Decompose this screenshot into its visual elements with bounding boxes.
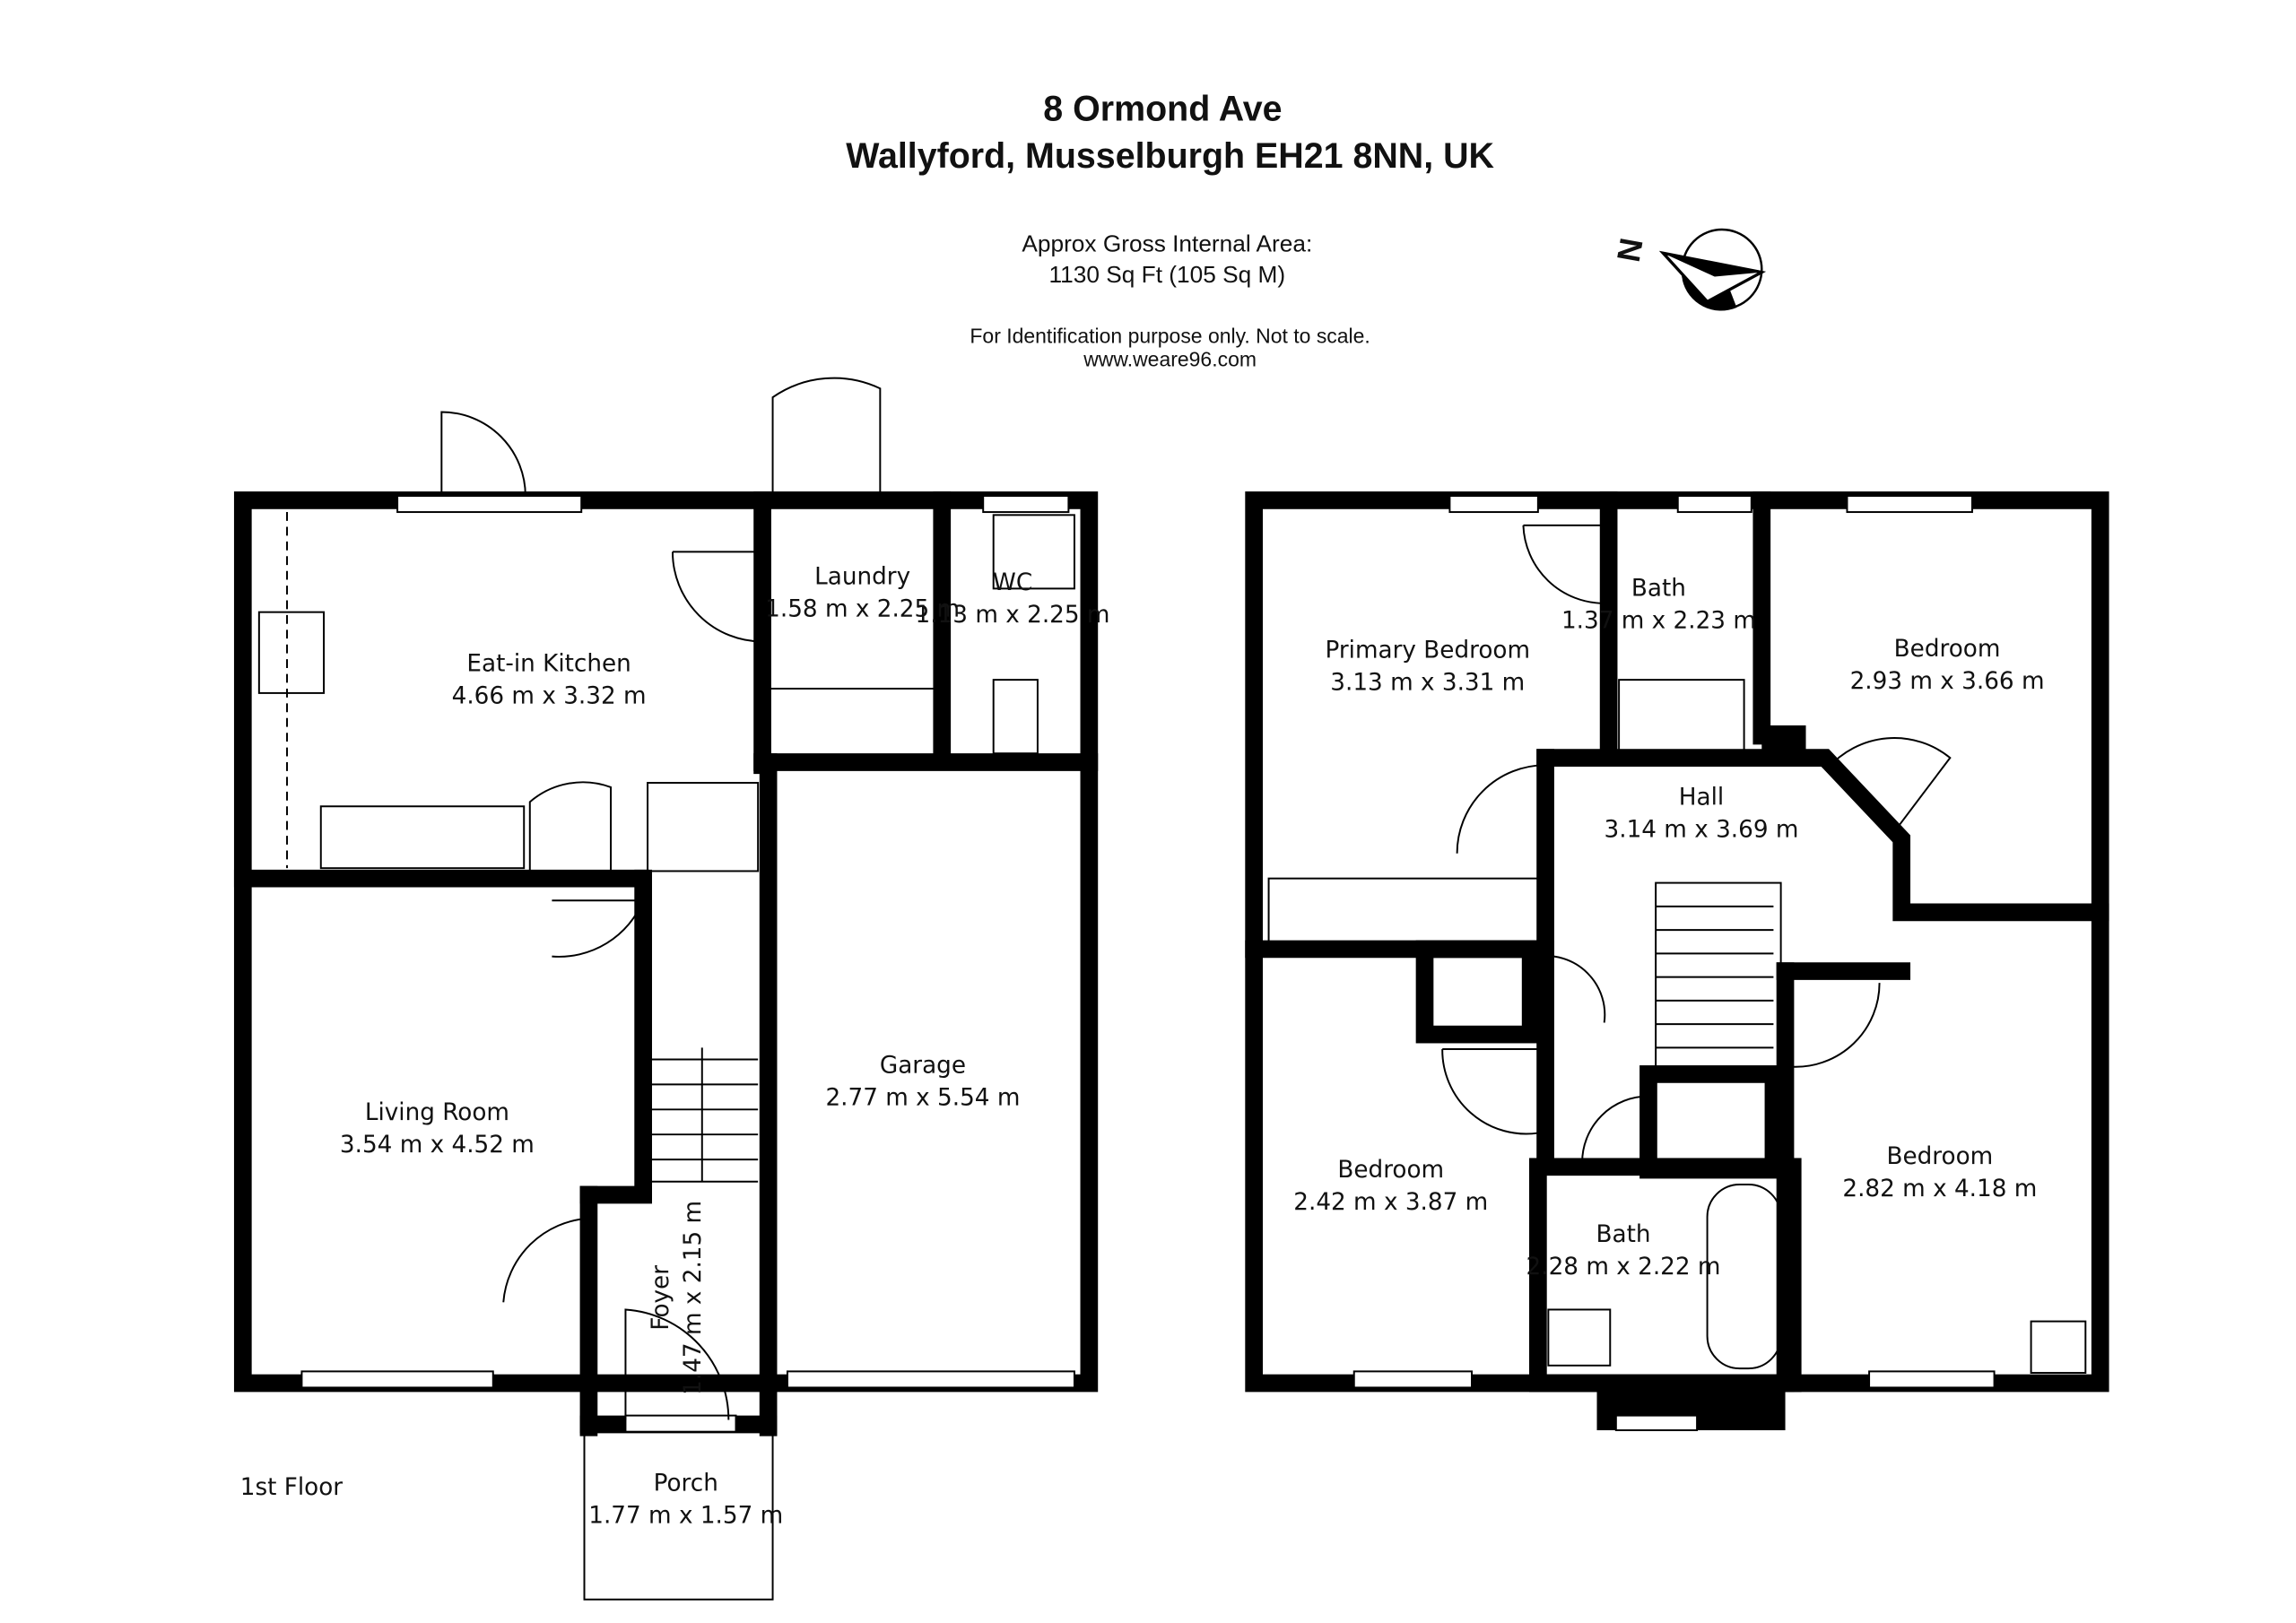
- room-name: WC: [993, 569, 1032, 596]
- room-size: 1.58 m x 2.25 m: [765, 596, 960, 623]
- room-primary-bedroom: Primary Bedroom 3.13 m x 3.31 m: [1326, 638, 1531, 697]
- room-size: 2.93 m x 3.66 m: [1850, 668, 2045, 695]
- website: www.weare96.com: [1083, 348, 1257, 371]
- room-name: Bath: [1631, 576, 1686, 603]
- room-size: 2.42 m x 3.87 m: [1293, 1189, 1488, 1216]
- room-name: Bedroom: [1894, 636, 2001, 663]
- room-bedroom-3: Bedroom 2.42 m x 3.87 m: [1293, 1157, 1488, 1216]
- room-size: 1.77 m x 1.57 m: [588, 1502, 783, 1529]
- room-hall: Hall 3.14 m x 3.69 m: [1605, 785, 1799, 844]
- ground-floor-walls: [233, 377, 1099, 1601]
- room-bath-upper: Bath 1.37 m x 2.23 m: [1561, 576, 1756, 635]
- room-size: 4.66 m x 3.32 m: [452, 682, 647, 709]
- room-size: 2.82 m x 4.18 m: [1842, 1176, 2037, 1202]
- room-bedroom-2: Bedroom 2.93 m x 3.66 m: [1850, 636, 2045, 695]
- room-laundry: Laundry 1.58 m x 2.25 m: [765, 563, 960, 622]
- address-line-2: Wallyford, Musselburgh EH21 8NN, UK: [846, 136, 1494, 176]
- room-bath-main: Bath 2.28 m x 2.22 m: [1526, 1221, 1721, 1280]
- address-line-1: 8 Ormond Ave: [1043, 90, 1282, 129]
- room-name: Porch: [654, 1470, 718, 1497]
- room-name: Laundry: [814, 563, 910, 590]
- area-label: Approx Gross Internal Area:: [1022, 230, 1312, 257]
- room-name: Bedroom: [1886, 1143, 1993, 1170]
- room-eat-in-kitchen: Eat-in Kitchen 4.66 m x 3.32 m: [452, 650, 647, 709]
- area-value: 1130 Sq Ft (105 Sq M): [1049, 261, 1286, 288]
- room-size: 1.47 m x 2.15 m: [680, 1201, 707, 1395]
- compass-icon: N: [1610, 228, 1767, 311]
- room-size: 2.28 m x 2.22 m: [1526, 1254, 1721, 1280]
- floor-label: 1st Floor: [240, 1474, 344, 1501]
- room-name: Living Room: [365, 1099, 509, 1126]
- room-foyer: Foyer 1.47 m x 2.15 m: [648, 1201, 707, 1395]
- room-name: Bath: [1596, 1221, 1651, 1248]
- room-name: Primary Bedroom: [1326, 638, 1531, 664]
- room-size: 1.37 m x 2.23 m: [1561, 608, 1756, 635]
- room-size: 3.14 m x 3.69 m: [1605, 817, 1799, 844]
- room-wc: WC 1.13 m x 2.25 m: [916, 569, 1110, 629]
- room-living-room: Living Room 3.54 m x 4.52 m: [340, 1099, 535, 1159]
- disclaimer: For Identification purpose only. Not to …: [970, 324, 1370, 347]
- room-name: Bedroom: [1337, 1157, 1444, 1184]
- room-size: 1.13 m x 2.25 m: [916, 602, 1110, 629]
- room-name: Eat-in Kitchen: [466, 650, 631, 677]
- upper-floor-walls: [1245, 491, 2109, 1432]
- room-name: Garage: [880, 1052, 966, 1079]
- room-bedroom-4: Bedroom 2.82 m x 4.18 m: [1842, 1143, 2037, 1202]
- room-porch: Porch 1.77 m x 1.57 m: [588, 1470, 783, 1529]
- room-size: 2.77 m x 5.54 m: [825, 1084, 1020, 1111]
- compass-north-label: N: [1610, 235, 1650, 265]
- room-name: Hall: [1679, 785, 1724, 812]
- room-size: 3.13 m x 3.31 m: [1330, 670, 1525, 697]
- room-name: Foyer: [648, 1265, 674, 1331]
- room-size: 3.54 m x 4.52 m: [340, 1132, 535, 1159]
- room-garage: Garage 2.77 m x 5.54 m: [825, 1052, 1020, 1111]
